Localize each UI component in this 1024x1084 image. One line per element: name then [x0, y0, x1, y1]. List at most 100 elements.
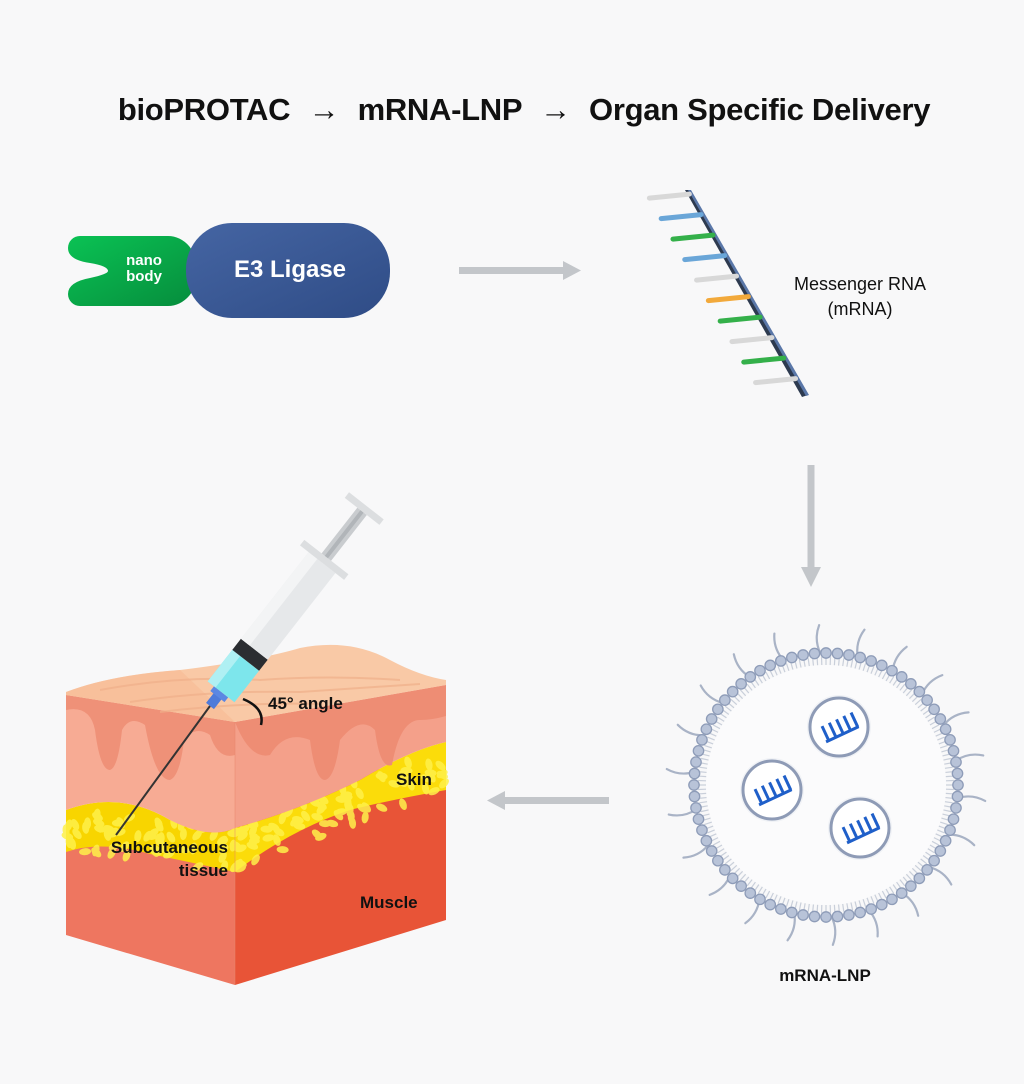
mrna-base — [682, 253, 728, 263]
mrna-base — [670, 232, 716, 242]
lnp-label: mRNA-LNP — [779, 966, 871, 985]
lipid-head — [744, 671, 757, 683]
lipid-head — [700, 834, 713, 847]
lipid-head — [719, 694, 731, 707]
e3-ligase-label: E3 Ligase — [233, 256, 347, 283]
lipid-head — [719, 863, 731, 876]
lipid-head — [854, 906, 867, 919]
lipid-head — [808, 910, 821, 923]
lipid-head — [843, 649, 855, 661]
lipid-head — [934, 845, 947, 857]
lipid-head — [951, 790, 964, 803]
peg-tail — [942, 711, 970, 727]
subcutaneous-label-line2: tissue — [178, 861, 228, 880]
diagram-title: bioPROTAC → mRNA-LNP → Organ Specific De… — [0, 92, 1024, 128]
muscle-label: Muscle — [360, 893, 418, 912]
lipid-head — [712, 854, 724, 867]
lipid-head — [875, 898, 888, 911]
title-organ-delivery: Organ Specific Delivery — [589, 92, 931, 127]
lipid-head — [950, 756, 962, 768]
lnp-particle — [665, 624, 987, 946]
lipid-head — [690, 756, 702, 768]
lipid-head — [895, 671, 908, 683]
lipid-head — [904, 678, 917, 690]
title-arrow-2: → — [539, 92, 571, 127]
lipid-head — [808, 647, 821, 660]
mrna-base — [729, 335, 775, 345]
lipid-head — [692, 813, 705, 826]
lipid-head — [688, 779, 700, 791]
lipid-head — [944, 824, 956, 836]
lipid-head — [688, 790, 701, 803]
lipid-head — [705, 713, 718, 725]
nanobody-label: nano body — [118, 253, 170, 285]
lipid-head — [928, 703, 940, 716]
mrna-label-line1: Messenger RNA — [793, 274, 927, 294]
lipid-head — [947, 813, 960, 826]
lipid-head — [820, 647, 832, 659]
lipid-head — [951, 767, 964, 780]
mrna-vesicle — [807, 695, 871, 759]
nanobody-label-line1: nano — [126, 252, 162, 269]
lipid-head — [700, 723, 713, 736]
lipid-head — [952, 779, 964, 791]
arrow-left-icon — [487, 791, 609, 810]
mrna-label: Messenger RNA (mRNA) — [770, 272, 950, 322]
mrna-vesicle — [828, 796, 892, 860]
mrna-base — [753, 376, 799, 386]
nanobody-label-line2: body — [126, 268, 162, 285]
lipid-head — [875, 659, 888, 672]
lipid-head — [797, 649, 809, 661]
arrow-right-icon — [459, 261, 581, 280]
lipid-head — [886, 893, 898, 906]
needle — [115, 705, 211, 836]
lipid-head — [854, 651, 867, 664]
syringe-icon — [206, 492, 384, 710]
lipid-head — [921, 694, 933, 707]
lipid-head — [865, 655, 877, 667]
lipid-head — [913, 872, 926, 885]
skin-cross-section — [61, 492, 449, 985]
mrna-base — [646, 191, 692, 201]
lipid-head — [764, 659, 777, 672]
lipid-head — [865, 903, 877, 915]
nanobody-shape — [68, 236, 198, 306]
title-arrow-1: → — [308, 92, 340, 127]
lipid-head — [735, 880, 748, 892]
lipid-head — [934, 713, 947, 725]
mrna-base — [717, 314, 763, 324]
lipid-head — [754, 893, 766, 906]
e3-ligase-shape — [186, 223, 390, 318]
lipid-head — [690, 802, 702, 814]
lipid-head — [895, 887, 908, 899]
peg-tail — [947, 833, 976, 847]
mrna-vesicle — [740, 758, 804, 822]
peg-tail — [682, 843, 710, 859]
mrna-base — [658, 212, 704, 222]
lipid-head — [820, 911, 832, 923]
lipid-head — [921, 863, 933, 876]
lipid-head — [688, 767, 701, 780]
mrna-base — [694, 273, 740, 283]
lipid-head — [831, 647, 844, 660]
title-mrna-lnp: mRNA-LNP — [357, 92, 522, 127]
lipid-head — [692, 744, 705, 757]
lipid-head — [950, 802, 962, 814]
arrow-down-icon — [801, 465, 821, 587]
lipid-head — [726, 872, 739, 885]
lipid-head — [831, 910, 844, 923]
mrna-strand — [646, 190, 809, 397]
mrna-base — [705, 294, 751, 304]
subcutaneous-label-line1: Subcutaneous — [110, 838, 228, 857]
lipid-head — [797, 909, 809, 921]
skin-label: Skin — [396, 770, 432, 789]
lipid-head — [775, 903, 787, 915]
lipid-head — [944, 734, 956, 746]
lipid-head — [939, 834, 952, 847]
lipid-head — [754, 664, 766, 677]
lipid-head — [775, 655, 787, 667]
lipid-head — [928, 854, 940, 867]
lipid-head — [785, 906, 798, 919]
lipid-head — [947, 744, 960, 757]
lipid-head — [904, 880, 917, 892]
